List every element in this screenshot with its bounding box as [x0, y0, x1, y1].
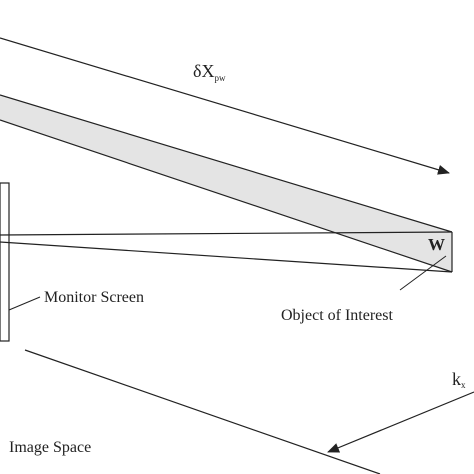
image-space-label: Image Space: [9, 439, 91, 456]
shaded-ray-band: [0, 95, 452, 272]
w-label: W: [428, 235, 445, 254]
kx-label: kx: [452, 369, 466, 390]
monitor-screen-leader: [8, 296, 41, 311]
monitor-screen-label: Monitor Screen: [44, 289, 144, 306]
center-ray-lower: [0, 241, 453, 273]
delta-x-label: δXpw: [193, 61, 226, 83]
upper-ray-bottom: [0, 119, 453, 273]
object-of-interest-label: Object of Interest: [281, 307, 394, 324]
upper-ray-top: [0, 94, 453, 233]
object-leader: [399, 255, 447, 291]
center-ray-upper: [0, 231, 453, 236]
kx-ray: [24, 349, 381, 474]
kx-dimension-arrow: [327, 391, 474, 453]
monitor-screen: [0, 182, 10, 342]
delta-x-dimension-line: [0, 37, 450, 175]
